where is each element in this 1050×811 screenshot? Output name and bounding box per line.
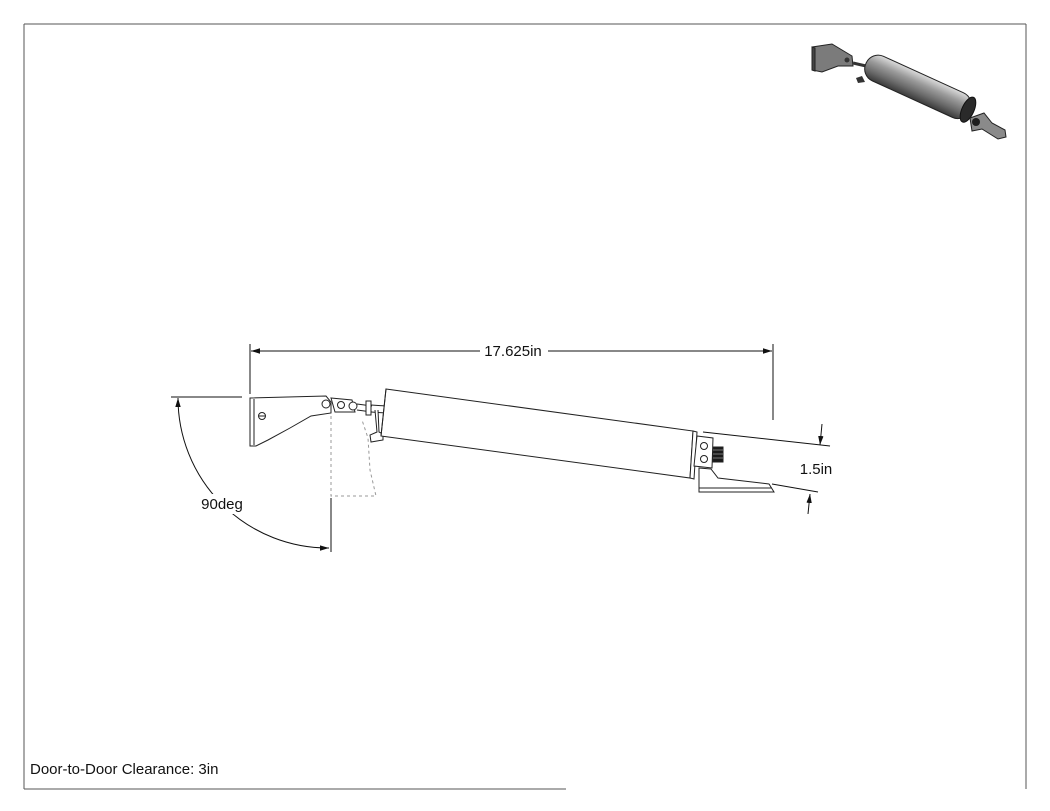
height-dimension bbox=[702, 423, 831, 515]
door-swing-outline bbox=[330, 416, 377, 497]
length-dimension-label: 17.625in bbox=[484, 343, 542, 360]
door-closer-main-view bbox=[249, 388, 775, 497]
length-dimension bbox=[249, 344, 774, 420]
height-dimension-label: 1.5in bbox=[800, 461, 833, 478]
closer-cylinder bbox=[380, 388, 694, 479]
door-bracket bbox=[698, 467, 775, 493]
angle-label-mask bbox=[195, 494, 249, 514]
jamb-bracket bbox=[249, 395, 332, 447]
thumbnail-isometric-view bbox=[811, 43, 1007, 140]
sheet-border bbox=[23, 23, 1027, 790]
clearance-note: Door-to-Door Clearance: 3in bbox=[30, 761, 219, 778]
angle-dimension-label: 90deg bbox=[201, 496, 243, 513]
